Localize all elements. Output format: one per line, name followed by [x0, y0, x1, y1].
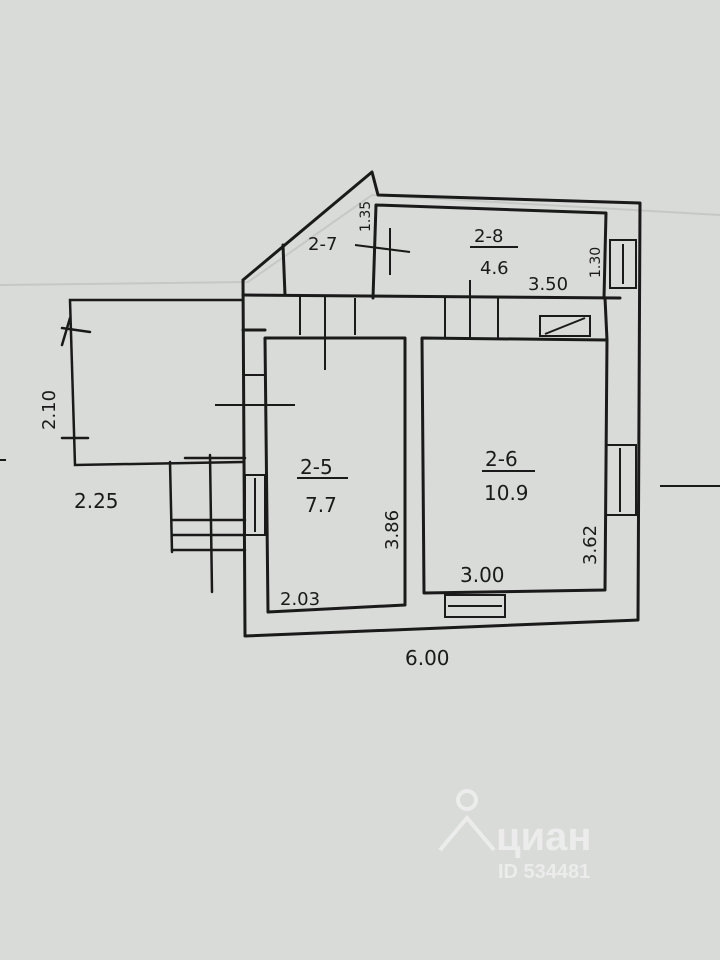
- room-id: 2-7: [308, 234, 337, 255]
- room-id: 2-8: [474, 226, 503, 247]
- room-id: 2-6: [485, 447, 518, 471]
- dim-room6-width: 3.00: [460, 563, 505, 587]
- room-area: 7.7: [305, 493, 337, 517]
- room-2-5: 2-5 7.7: [297, 455, 348, 517]
- cian-watermark: циан ID 534481: [438, 789, 592, 883]
- balcony: [60, 298, 247, 594]
- room-area: 10.9: [484, 481, 529, 505]
- dim-room5-height: 3.86: [382, 510, 403, 550]
- dim-balcony-width: 2.25: [74, 489, 119, 513]
- dim-room7-height: 1.35: [358, 201, 374, 232]
- dim-balcony-height: 2.10: [39, 390, 60, 430]
- room-2-6: 2-6 10.9: [482, 447, 535, 505]
- watermark-brand: циан: [496, 815, 592, 859]
- room-2-8: 2-8 4.6: [470, 226, 518, 279]
- dim-total-width: 6.00: [405, 646, 450, 670]
- room-2-7: 2-7: [308, 234, 337, 255]
- room-area: 4.6: [480, 258, 509, 279]
- dim-room8-width: 3.50: [528, 274, 568, 295]
- dim-room5-width: 2.03: [280, 589, 320, 610]
- walls: [241, 170, 642, 638]
- room-id: 2-5: [300, 455, 333, 479]
- location-pin-icon: [438, 789, 496, 852]
- dim-room6-height: 3.62: [580, 525, 601, 565]
- dim-room8-height: 1.30: [588, 247, 604, 278]
- watermark-id: ID 534481: [498, 861, 590, 883]
- window-marks: [0, 228, 720, 618]
- dimension-labels: 6.00 2.03 3.00 3.50 2.25 3.86 3.62 1.30 …: [39, 201, 604, 670]
